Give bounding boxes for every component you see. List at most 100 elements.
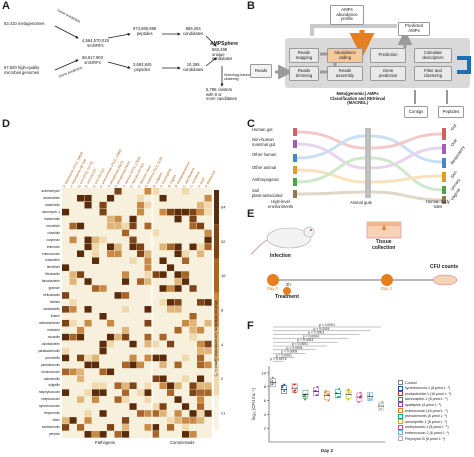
heatmap-row-label: prevotellin: [45, 355, 60, 360]
heatmap-cell: [197, 299, 205, 306]
panel-letter-b: B: [247, 0, 255, 12]
heatmap-cell: [174, 306, 182, 313]
heatmap-cell: [122, 417, 130, 424]
data-point: [294, 389, 297, 392]
heatmap-cell: [122, 382, 130, 389]
contigs-box: Contigs: [404, 106, 428, 118]
heatmap-cell: [204, 389, 212, 396]
heatmap-cell: [114, 188, 122, 195]
legend-swatch: [398, 402, 403, 408]
data-point: [348, 391, 350, 394]
axis-human-body-sites: Human body sites: [426, 199, 450, 209]
heatmap-cell: [84, 201, 92, 209]
heatmap-cell: [174, 382, 182, 389]
heatmap-cell: [84, 194, 92, 202]
heatmap-cell: [77, 222, 85, 230]
heatmap-cell: [197, 250, 205, 258]
y-tick-label: 4: [264, 412, 267, 417]
heatmap-row-label: anaerobicin: [43, 195, 60, 200]
colorbar-segment: [214, 190, 219, 225]
heatmap-cell: [204, 194, 212, 202]
legend-label: enterococcin (16 μmol L⁻¹): [405, 408, 448, 413]
heatmap-cell: [92, 243, 100, 251]
heatmap-row-label: enterococcin: [41, 251, 60, 256]
heatmap-cell: [107, 340, 115, 348]
p-value-label: p < 0.0001: [292, 342, 308, 346]
heatmap-cell: [84, 389, 92, 396]
heatmap-cell: [189, 313, 197, 320]
data-point: [357, 401, 360, 403]
heatmap-cell: [84, 354, 92, 362]
heatmap-cell: [159, 271, 167, 278]
heatmap-cell: [114, 382, 122, 389]
candidates-count-1: 859,404 candidates: [183, 26, 204, 36]
heatmap-cell: [182, 257, 190, 264]
legend-label: synechocoxin-1 (8 μmol L⁻¹): [405, 386, 451, 391]
heatmap-cell: [159, 285, 167, 292]
heatmap-cell: [137, 250, 145, 258]
heatmap-cell: [182, 319, 190, 327]
heatmap-cell: [174, 250, 182, 258]
heatmap-cell: [92, 389, 100, 396]
data-point: [347, 389, 350, 392]
heatmap-cell: [182, 354, 190, 362]
heatmap-cell: [77, 396, 85, 403]
data-point: [359, 391, 362, 394]
dose-note: 2h: [286, 282, 291, 287]
env-anthropogenic: Anthropogenic: [252, 177, 280, 182]
heatmap-cell: [182, 271, 190, 278]
heatmap-cell: [197, 326, 205, 334]
heatmap-cell: [62, 417, 70, 424]
heatmap-cell: [152, 188, 160, 195]
legend-label: prodacteridin-1 (16 μmol L⁻¹): [405, 391, 452, 396]
heatmap-cell: [129, 236, 137, 244]
data-point: [324, 391, 327, 394]
legend-swatch: [398, 419, 403, 425]
clusters-label: 6,788 clusters with 8 or more candidates: [206, 87, 237, 102]
heatmap-cell: [152, 375, 160, 383]
abundance-profile-box: AMPs abundance profile: [330, 5, 364, 25]
data-point: [338, 395, 340, 398]
treatment-marker: [283, 287, 291, 295]
heatmap-cell: [144, 201, 152, 209]
heatmap-cell: [197, 389, 205, 396]
heatmap-cell: [174, 208, 182, 216]
heatmap-cell: [167, 299, 175, 306]
heatmap-row-label: brucelicin: [46, 223, 60, 228]
heatmap-cell: [84, 417, 92, 424]
ampsphere-body: 863,498 unique candidates: [212, 47, 233, 62]
day0-marker: [267, 274, 279, 286]
colorbar-segment: [214, 327, 219, 362]
y-tick-label: 2: [264, 426, 267, 431]
heatmap-cell: [167, 382, 175, 389]
heatmap-cell: [62, 264, 70, 271]
p-value-label: p = 0.0001: [287, 346, 303, 350]
heatmap-row-label: ascomycin-1: [42, 209, 60, 214]
heatmap-cell: [204, 299, 212, 306]
heatmap-cell: [167, 306, 175, 313]
heatmap-cell: [84, 431, 92, 438]
data-point: [370, 398, 373, 401]
data-point: [283, 384, 286, 386]
y-tick-label: 8: [264, 384, 267, 389]
ampsphere-title: AMPSphere: [210, 41, 239, 47]
heatmap-cell: [204, 340, 212, 348]
heatmap-cell: [182, 375, 190, 383]
heatmap-cell: [137, 410, 145, 417]
heatmap-row-label: nocardin: [47, 334, 60, 339]
data-point: [380, 407, 383, 410]
heatmap-row-label: ruminococcin: [41, 369, 60, 374]
p-value-label: p = 0.0004: [303, 334, 319, 338]
heatmap-cell: [159, 299, 167, 306]
heatmap-cell: [69, 299, 77, 306]
data-point: [338, 387, 341, 390]
heatmap-cell: [122, 222, 130, 230]
heatmap-cell: [122, 278, 130, 285]
data-point: [283, 390, 286, 392]
calculate-descriptors-box: Calculate descriptors: [414, 48, 452, 63]
heatmap-cell: [92, 285, 100, 292]
heatmap-row-label: lactobacillin: [43, 307, 60, 312]
heatmap-cell: [122, 431, 130, 438]
y-tick-label: 10: [262, 370, 267, 375]
